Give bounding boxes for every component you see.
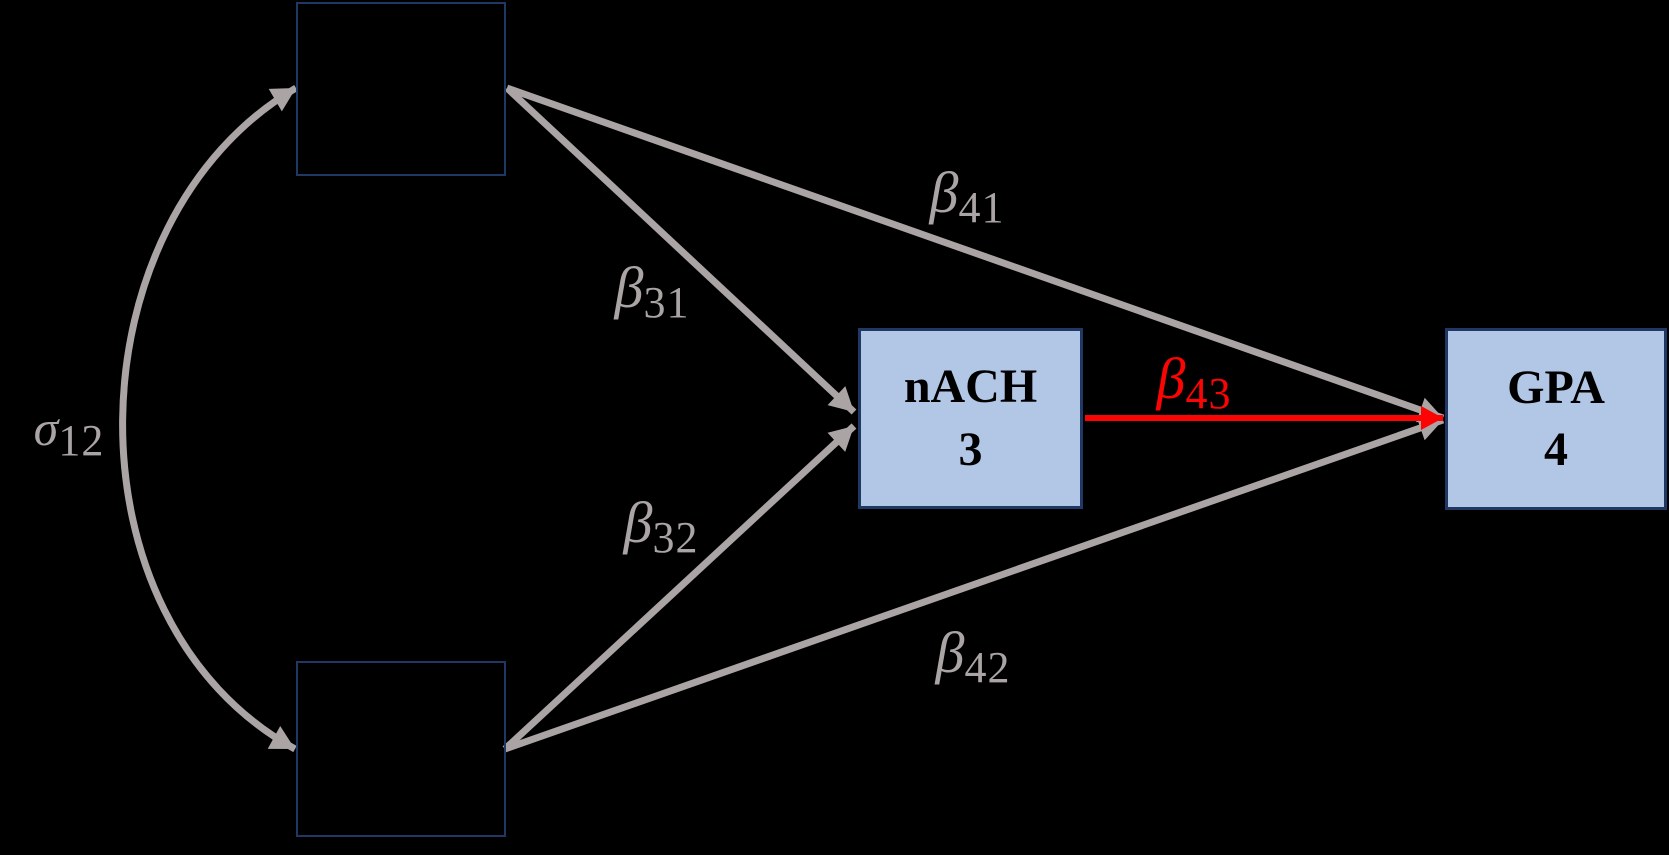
node-nach-number: 3 bbox=[958, 422, 983, 476]
node-gpa-number: 4 bbox=[1544, 423, 1568, 476]
sigma12-arrow bbox=[119, 84, 298, 753]
sigma12-subscript: 12 bbox=[58, 416, 105, 465]
beta32-subscript: 32 bbox=[652, 513, 699, 562]
beta43-label: β43 bbox=[1157, 350, 1232, 416]
node-exogenous-2 bbox=[296, 661, 506, 837]
beta42-symbol: β bbox=[935, 620, 965, 685]
beta31-arrow bbox=[504, 85, 857, 415]
sigma12-symbol: σ bbox=[33, 400, 59, 456]
node-nach: nACH 3 bbox=[858, 328, 1083, 509]
beta41-label: β41 bbox=[930, 164, 1005, 230]
beta41-subscript: 41 bbox=[958, 183, 1005, 232]
beta43-symbol: β bbox=[1156, 346, 1186, 411]
node-exogenous-1 bbox=[296, 2, 506, 176]
node-gpa-name: GPA bbox=[1507, 360, 1605, 414]
node-gpa: GPA 4 bbox=[1445, 328, 1667, 510]
beta41-arrow bbox=[505, 84, 1445, 423]
beta31-symbol: β bbox=[614, 255, 644, 320]
beta32-symbol: β bbox=[623, 490, 653, 555]
sigma12-label: σ12 bbox=[33, 400, 105, 463]
beta41-symbol: β bbox=[929, 160, 959, 225]
beta31-subscript: 31 bbox=[643, 278, 690, 327]
beta42-label: β42 bbox=[936, 624, 1011, 690]
beta43-subscript: 43 bbox=[1185, 369, 1232, 418]
beta42-subscript: 42 bbox=[964, 643, 1011, 692]
node-nach-name: nACH bbox=[903, 360, 1038, 414]
beta31-label: β31 bbox=[615, 259, 690, 325]
beta32-label: β32 bbox=[624, 494, 699, 560]
beta32-arrow bbox=[502, 423, 857, 752]
beta42-arrow bbox=[503, 415, 1445, 753]
